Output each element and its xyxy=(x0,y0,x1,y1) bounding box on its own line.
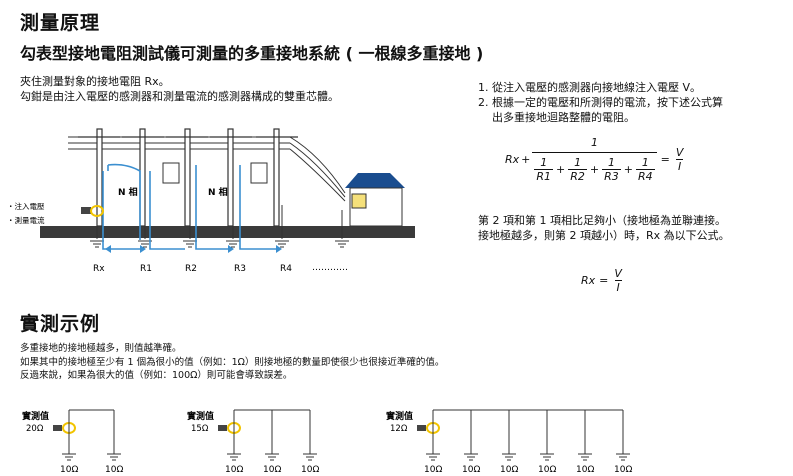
example-resistor-label: 10Ω xyxy=(105,465,123,475)
example-resistor-label: 10Ω xyxy=(301,465,319,475)
example-label: 實測值 xyxy=(22,410,49,422)
page-subtitle: 勾表型接地電阻測試儀可測量的多重接地系統 ( 一根線多重接地 ) xyxy=(20,44,484,63)
label-r3: R3 xyxy=(234,264,246,274)
wire-drop-2 xyxy=(289,142,346,198)
current-loops xyxy=(102,163,282,253)
example-resistor-label: 10Ω xyxy=(500,465,518,475)
ground-slab xyxy=(40,226,415,238)
para-2: 第 2 項和第 1 項相比足夠小（接地極為並聯連接。 接地極越多，則第 2 項越… xyxy=(478,213,730,243)
step-2: 2. 根據一定的電壓和所測得的電流，按下述公式算 xyxy=(478,96,723,109)
example-value: 20Ω xyxy=(26,424,44,434)
phase-label-1: N 相 xyxy=(118,186,138,198)
example-resistor-label: 10Ω xyxy=(424,465,442,475)
step-2-cont: 出多重接地迴路整體的電阻。 xyxy=(492,111,635,124)
example-resistor-label: 10Ω xyxy=(576,465,594,475)
ground-wires xyxy=(96,205,343,239)
label-r1: R1 xyxy=(140,264,152,274)
example-resistor-label: 10Ω xyxy=(60,465,78,475)
transformer-1 xyxy=(162,162,180,184)
intro-text: 夾住測量對象的接地電阻 Rx。 勾鉗是由注入電壓的感測器和測量電流的感測器構成的… xyxy=(20,74,339,104)
legend-measure: ・測量電流 xyxy=(7,215,45,225)
pole-4 xyxy=(227,128,234,227)
intro-line-2: 勾鉗是由注入電壓的感測器和測量電流的感測器構成的雙重芯體。 xyxy=(20,90,339,103)
label-rx: Rx xyxy=(93,264,105,274)
example-resistor-label: 10Ω xyxy=(538,465,556,475)
examples-line-1: 多重接地的接地極越多，則值越準確。 xyxy=(20,343,182,354)
examples-diagram: 實測值 20Ω 10Ω 10Ω 實測值 15Ω 10Ω 10Ω 10Ω 實測值 12Ω 10Ω 10Ω 1… xyxy=(22,409,632,475)
example-clamp-body xyxy=(218,425,227,431)
wire-drop-1 xyxy=(289,136,346,194)
page-title: 測量原理 xyxy=(20,12,101,34)
example-value: 12Ω xyxy=(390,424,408,434)
formula2-eq: = xyxy=(599,274,609,287)
formula-one: 1 xyxy=(591,136,599,149)
section-title-examples: 實測示例 xyxy=(20,313,101,335)
example-resistor-label: 10Ω xyxy=(263,465,281,475)
example-value: 15Ω xyxy=(191,424,209,434)
pole-3 xyxy=(184,128,191,227)
wire-drop-3 xyxy=(289,148,346,202)
clamp-ring-icon xyxy=(90,205,104,217)
example-resistor-label: 10Ω xyxy=(225,465,243,475)
example-clamp-body xyxy=(53,425,62,431)
label-ellipsis: ………… xyxy=(312,263,348,273)
para-2-line-1: 第 2 項和第 1 項相比足夠小（接地極為並聯連接。 xyxy=(478,214,726,227)
transformer-2 xyxy=(250,162,268,184)
intro-line-1: 夾住測量對象的接地電阻 Rx。 xyxy=(20,75,170,88)
example-clamp-body xyxy=(417,425,426,431)
house-meter xyxy=(351,193,367,209)
example-label: 實測值 xyxy=(187,410,214,422)
formula2-rx: Rx xyxy=(581,274,596,287)
step-1: 1. 從注入電壓的感測器向接地線注入電壓 V。 xyxy=(478,81,702,94)
examples-line-3: 反過來說，如果為很大的值（例如：100Ω）則可能會導致誤差。 xyxy=(20,370,293,381)
legend-inject: ・注入電壓 xyxy=(7,201,45,211)
phase-label-2: N 相 xyxy=(208,186,228,198)
examples-text: 多重接地的接地極越多，則值越準確。 如果其中的接地極至少有 1 個為很小的值（例… xyxy=(20,342,444,383)
label-r2: R2 xyxy=(185,264,197,274)
house-roof xyxy=(345,173,405,188)
pole-5 xyxy=(273,128,280,227)
formula-plus: + xyxy=(521,153,531,166)
principle-diagram: N 相 N 相 ・注入電壓 ・測量電流 Rx R1 R2 R3 R4 ………… xyxy=(7,128,415,274)
pole-1 xyxy=(96,128,103,227)
example-label: 實測值 xyxy=(386,410,413,422)
label-r4: R4 xyxy=(280,264,292,274)
example-resistor-label: 10Ω xyxy=(462,465,480,475)
example-resistor-label: 10Ω xyxy=(614,465,632,475)
formula-eq: = xyxy=(660,153,670,166)
ground-symbols xyxy=(90,240,349,248)
clamp-body xyxy=(81,207,91,214)
examples-line-2: 如果其中的接地極至少有 1 個為很小的值（例如：1Ω）則接地極的數量即使很少也很… xyxy=(20,356,445,368)
formula-rx: Rx xyxy=(505,153,520,166)
steps-list: 1. 從注入電壓的感測器向接地線注入電壓 V。 2. 根據一定的電壓和所測得的電… xyxy=(478,80,783,125)
para-2-line-2: 接地極越多，則第 2 項越小）時，Rx 為以下公式。 xyxy=(478,229,730,242)
